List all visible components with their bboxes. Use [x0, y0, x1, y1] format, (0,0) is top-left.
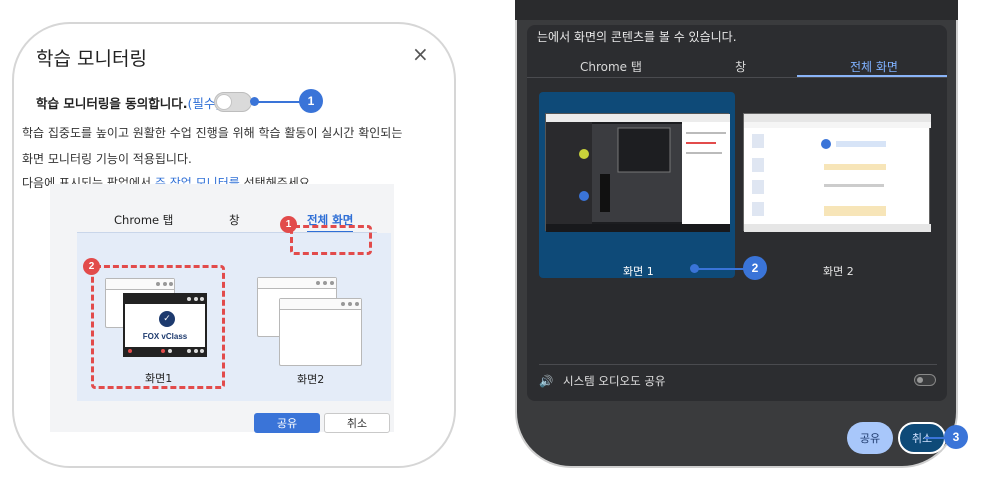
screen2-thumbnail[interactable] — [743, 113, 931, 232]
divider — [539, 364, 937, 365]
fox-vclass-window: ✓ FOX vClass — [123, 293, 207, 357]
tab-window[interactable]: 창 — [735, 60, 747, 74]
close-icon[interactable]: × — [412, 42, 429, 66]
page-title: 학습 모니터링 — [36, 48, 147, 70]
red-step-badge-1: 1 — [280, 216, 297, 233]
highlight-screen1 — [91, 265, 225, 389]
consent-toggle[interactable] — [214, 92, 252, 112]
cancel-button[interactable]: 취소 — [324, 413, 390, 433]
description-line-1: 학습 집중도를 높이고 원활한 수업 진행을 위해 학습 활동이 실시간 확인되… — [22, 126, 403, 140]
screen1-label: 화면1 — [145, 372, 173, 385]
dialog-header: 는에서 화면의 콘텐츠를 볼 수 있습니다. — [537, 30, 737, 44]
audio-share-toggle[interactable] — [914, 374, 936, 386]
divider — [77, 232, 377, 233]
app-name: FOX vClass — [142, 332, 188, 341]
picker-top-strip — [515, 0, 958, 20]
fox-logo-icon: ✓ — [159, 311, 175, 327]
step-badge-3: 3 — [944, 425, 968, 449]
active-tab-indicator — [797, 75, 947, 77]
callout-line — [255, 101, 301, 103]
highlight-fullscreen-tab — [290, 225, 372, 255]
screen2-preview — [744, 114, 931, 232]
tab-chrome[interactable]: Chrome 탭 — [580, 60, 642, 74]
callout-line — [695, 268, 745, 270]
divider — [527, 77, 947, 78]
screen2-label: 화면2 — [297, 373, 325, 386]
screen1-label: 화면 1 — [623, 265, 654, 278]
step-badge-1: 1 — [299, 89, 323, 113]
toggle-knob — [917, 377, 923, 383]
consent-text: 학습 모니터링을 동의합니다. — [36, 96, 188, 111]
share-button[interactable]: 공유 — [847, 422, 893, 454]
callout-dot — [690, 264, 699, 273]
red-step-badge-2: 2 — [83, 258, 100, 275]
callout-dot — [250, 97, 259, 106]
screen1-preview — [546, 114, 730, 232]
audio-share-row: 🔊 시스템 오디오도 공유 — [539, 373, 666, 389]
consent-label: 학습 모니터링을 동의합니다.(필수) — [36, 93, 220, 112]
mock-tab-chrome: Chrome 탭 — [114, 213, 174, 227]
screen1-thumbnail[interactable] — [545, 113, 730, 232]
mini-window — [279, 298, 362, 366]
description-line-2: 화면 모니터링 기능이 적용됩니다. — [22, 152, 192, 166]
audio-share-label: 시스템 오디오도 공유 — [562, 374, 666, 388]
callout-line — [925, 437, 947, 439]
toggle-knob — [216, 94, 232, 110]
screen2-label: 화면 2 — [823, 265, 854, 278]
tab-fullscreen[interactable]: 전체 화면 — [850, 60, 898, 74]
step-badge-2: 2 — [743, 256, 767, 280]
mock-tab-window: 창 — [229, 213, 240, 227]
share-button[interactable]: 공유 — [254, 413, 320, 433]
required-marker: (필수) — [187, 96, 221, 111]
speaker-icon: 🔊 — [539, 374, 554, 388]
